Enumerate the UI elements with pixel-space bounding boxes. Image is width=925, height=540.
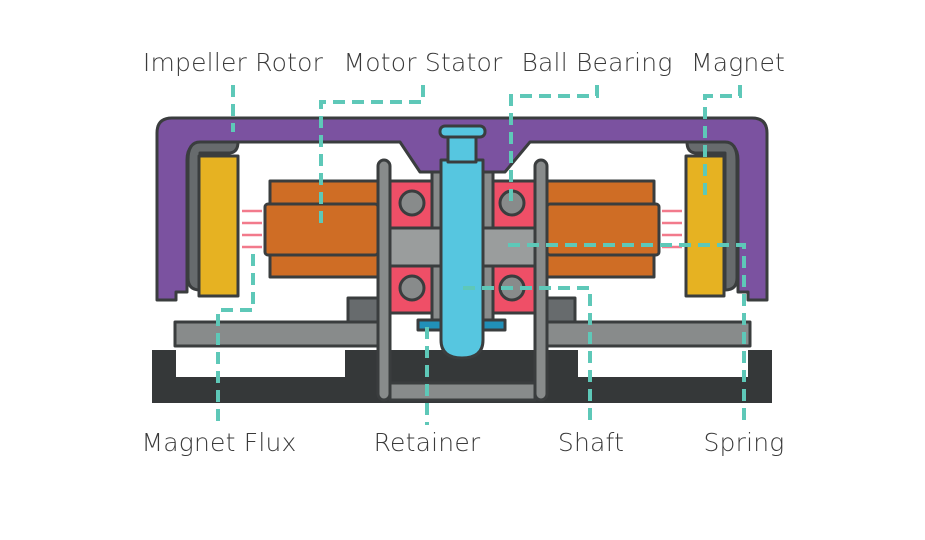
frame-bottom (388, 381, 537, 402)
base (152, 350, 772, 403)
shaft (439, 158, 485, 360)
block-right (545, 296, 577, 324)
post-left (376, 158, 392, 402)
leader-magnet (703, 85, 742, 200)
leader-ball-bearing (509, 85, 599, 205)
base-plate-right (545, 320, 752, 348)
magnet-left (197, 154, 240, 298)
post-right (533, 158, 549, 402)
leader-shaft (463, 286, 592, 425)
label-impeller-rotor: Impeller Rotor (142, 48, 324, 77)
label-retainer: Retainer (373, 428, 481, 457)
base-plate-left (173, 320, 380, 348)
label-magnet-flux: Magnet Flux (141, 428, 297, 457)
spring-right (685, 140, 739, 292)
shaft-neck (446, 134, 478, 164)
shaft-cap (438, 124, 487, 139)
magnet-right (684, 154, 726, 298)
label-spring: Spring (703, 428, 785, 457)
leader-motor-stator (319, 85, 425, 228)
block-left (346, 296, 380, 324)
leader-spring (508, 243, 746, 425)
label-ball-bearing: Ball Bearing (521, 48, 673, 77)
leader-magnet-flux (216, 254, 255, 425)
stator-right-core (545, 202, 661, 257)
label-motor-stator: Motor Stator (343, 48, 503, 77)
ball-bearing-left (388, 170, 443, 322)
label-shaft: Shaft (557, 428, 625, 457)
label-magnet: Magnet (690, 48, 786, 77)
